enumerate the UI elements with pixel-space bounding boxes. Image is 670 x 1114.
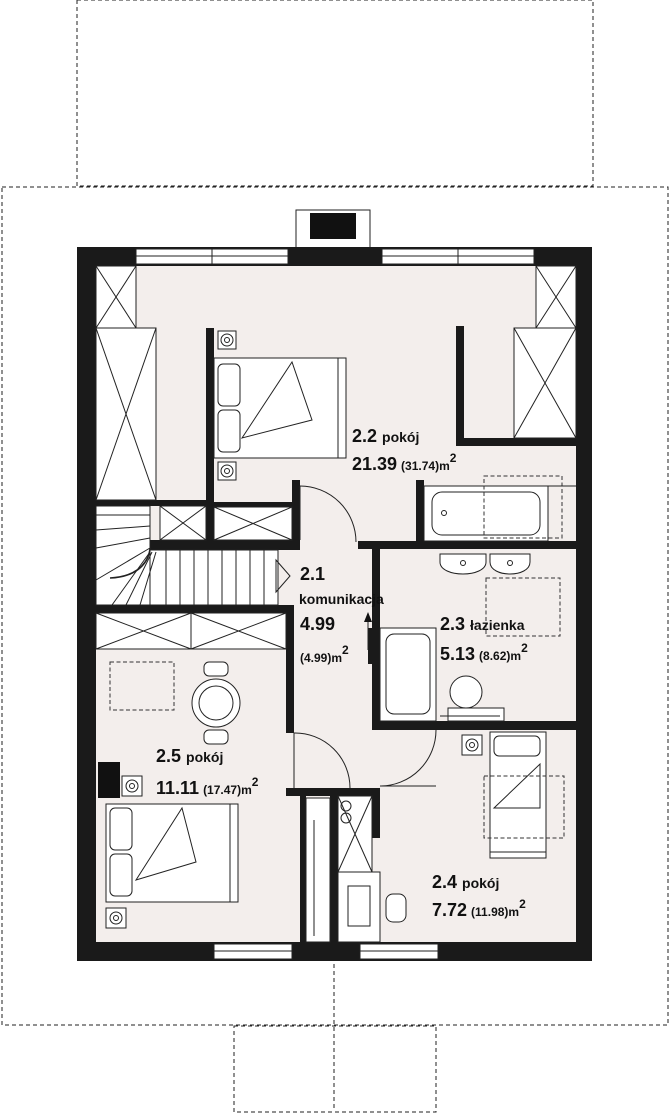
room-area: 4.99 <box>300 614 335 634</box>
room-label-2-4: 2.4 pokój 7.72 (11.98)m2 <box>432 872 526 920</box>
interior-walls <box>96 326 576 942</box>
room-label-2-5: 2.5 pokój 11.11 (17.47)m2 <box>156 746 259 798</box>
bed-room-2-2 <box>213 330 347 481</box>
unit-superscript: 2 <box>521 641 528 655</box>
room-label-2-2: 2.2 pokój 21.39 (31.74)m2 <box>352 426 457 474</box>
svg-text:11.11(17.47)m2: 11.11 (17.47)m2 <box>156 775 259 798</box>
svg-text:(4.99)m2: (4.99)m2 <box>300 643 349 665</box>
wardrobes-room-2-2 <box>95 265 577 541</box>
room-gross-area: (11.98)m <box>471 905 519 919</box>
furniture-room-2-5 <box>95 612 287 929</box>
windows <box>135 248 535 960</box>
room-name: komunikacja <box>299 591 384 607</box>
room-area: 5.13 <box>440 644 475 664</box>
room-label-2-3: 2.3 łazienka 5.13 (8.62)m2 <box>440 614 528 664</box>
room-gross-area: (4.99)m <box>300 651 342 665</box>
unit-superscript: 2 <box>519 897 526 911</box>
room-area: 11.11 <box>156 778 199 798</box>
room-label-2-1: 2.1 komunikacja 4.99 (4.99)m2 <box>299 564 384 665</box>
unit-superscript: 2 <box>252 775 259 789</box>
room-area: 21.39 <box>352 454 397 474</box>
room-number: 2.1 <box>300 564 325 584</box>
chimney <box>295 209 371 251</box>
room-name: pokój <box>462 875 499 891</box>
bathroom-fixtures <box>368 475 576 722</box>
window-bottom-right <box>359 943 439 960</box>
room-number: 2.5 <box>156 746 181 766</box>
svg-text:5.13(8.62)m2: 5.13 (8.62)m2 <box>440 641 528 664</box>
room-number: 2.4 <box>432 872 457 892</box>
doors <box>293 485 437 789</box>
furniture-room-2-4 <box>337 731 565 943</box>
unit-superscript: 2 <box>342 643 349 657</box>
room-gross-area: (8.62)m <box>479 649 521 663</box>
window-top-right <box>381 248 535 265</box>
corridor-wardrobe <box>305 795 373 943</box>
room-name: pokój <box>186 749 223 765</box>
unit-superscript: 2 <box>450 451 457 465</box>
svg-text:21.39(31.74)m2: 21.39 (31.74)m2 <box>352 451 457 474</box>
room-area: 7.72 <box>432 900 467 920</box>
window-bottom-left <box>213 943 293 960</box>
staircase <box>95 505 291 606</box>
room-name: łazienka <box>470 617 525 633</box>
room-gross-area: (17.47)m <box>203 783 252 797</box>
room-gross-area: (31.74)m <box>401 459 450 473</box>
room-number: 2.2 <box>352 426 377 446</box>
window-top-left <box>135 248 289 265</box>
svg-text:7.72(11.98)m2: 7.72 (11.98)m2 <box>432 897 526 920</box>
room-name: pokój <box>382 429 419 445</box>
room-number: 2.3 <box>440 614 465 634</box>
